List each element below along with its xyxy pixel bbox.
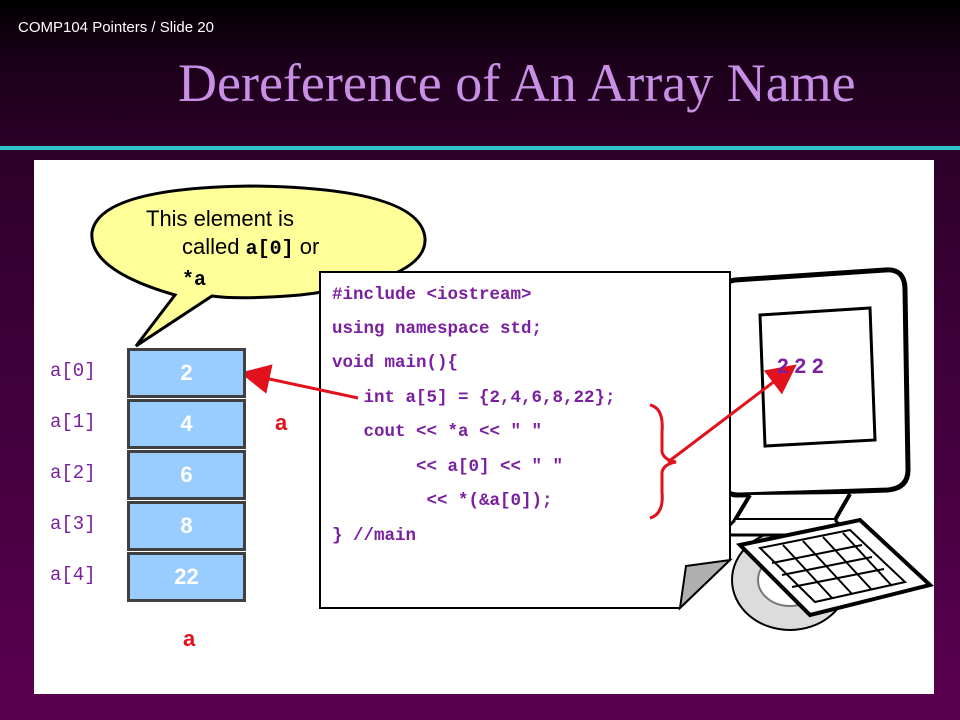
- array-index-label: a[0]: [50, 360, 96, 382]
- callout-line-2-suffix: or: [293, 234, 320, 259]
- callout-text: This element is called a[0] or *a: [146, 205, 358, 295]
- program-output: 2 2 2: [777, 355, 824, 378]
- array-pointer-label: a: [275, 410, 288, 435]
- callout-bubble: [90, 184, 427, 348]
- array-pointer-arrow: [240, 364, 359, 400]
- array-index-label: a[4]: [50, 564, 96, 586]
- array-cell: 6: [127, 450, 246, 500]
- array-index-label: a[3]: [50, 513, 96, 535]
- array-cell: 22: [127, 552, 246, 602]
- computer-clipart-icon: [716, 267, 935, 631]
- code-line: int a[5] = {2,4,6,8,22};: [332, 388, 616, 408]
- callout-code-a0: a[0]: [245, 238, 294, 261]
- course-slide-label: COMP104 Pointers / Slide 20: [18, 19, 214, 36]
- code-line: } //main: [332, 526, 417, 546]
- array-cell: 2: [127, 348, 246, 398]
- title-divider: [0, 146, 960, 150]
- slide-title: Dereference of An Array Name: [178, 53, 856, 113]
- code-line: void main(){: [332, 353, 459, 373]
- code-line: cout << *a << " ": [332, 422, 543, 442]
- code-box-dog-ear: [678, 558, 733, 611]
- output-arrow: [667, 364, 797, 464]
- code-line: #include <iostream>: [332, 285, 532, 305]
- code-line: << a[0] << " ": [332, 457, 564, 477]
- callout-line-2-prefix: called: [182, 234, 246, 259]
- array-cell: 4: [127, 399, 246, 449]
- code-line: << *(&a[0]);: [332, 491, 553, 511]
- array-index-label: a[2]: [50, 462, 96, 484]
- callout-line-3: *a: [146, 264, 358, 295]
- array-cell: 8: [127, 501, 246, 551]
- callout-line-1: This element is: [146, 206, 294, 231]
- callout-code-star-a: *a: [182, 269, 207, 292]
- code-line: using namespace std;: [332, 319, 543, 339]
- array-name-label: a: [183, 626, 196, 651]
- array-index-label: a[1]: [50, 411, 96, 433]
- output-brace: [649, 403, 677, 520]
- callout-line-2: called a[0] or: [146, 233, 358, 264]
